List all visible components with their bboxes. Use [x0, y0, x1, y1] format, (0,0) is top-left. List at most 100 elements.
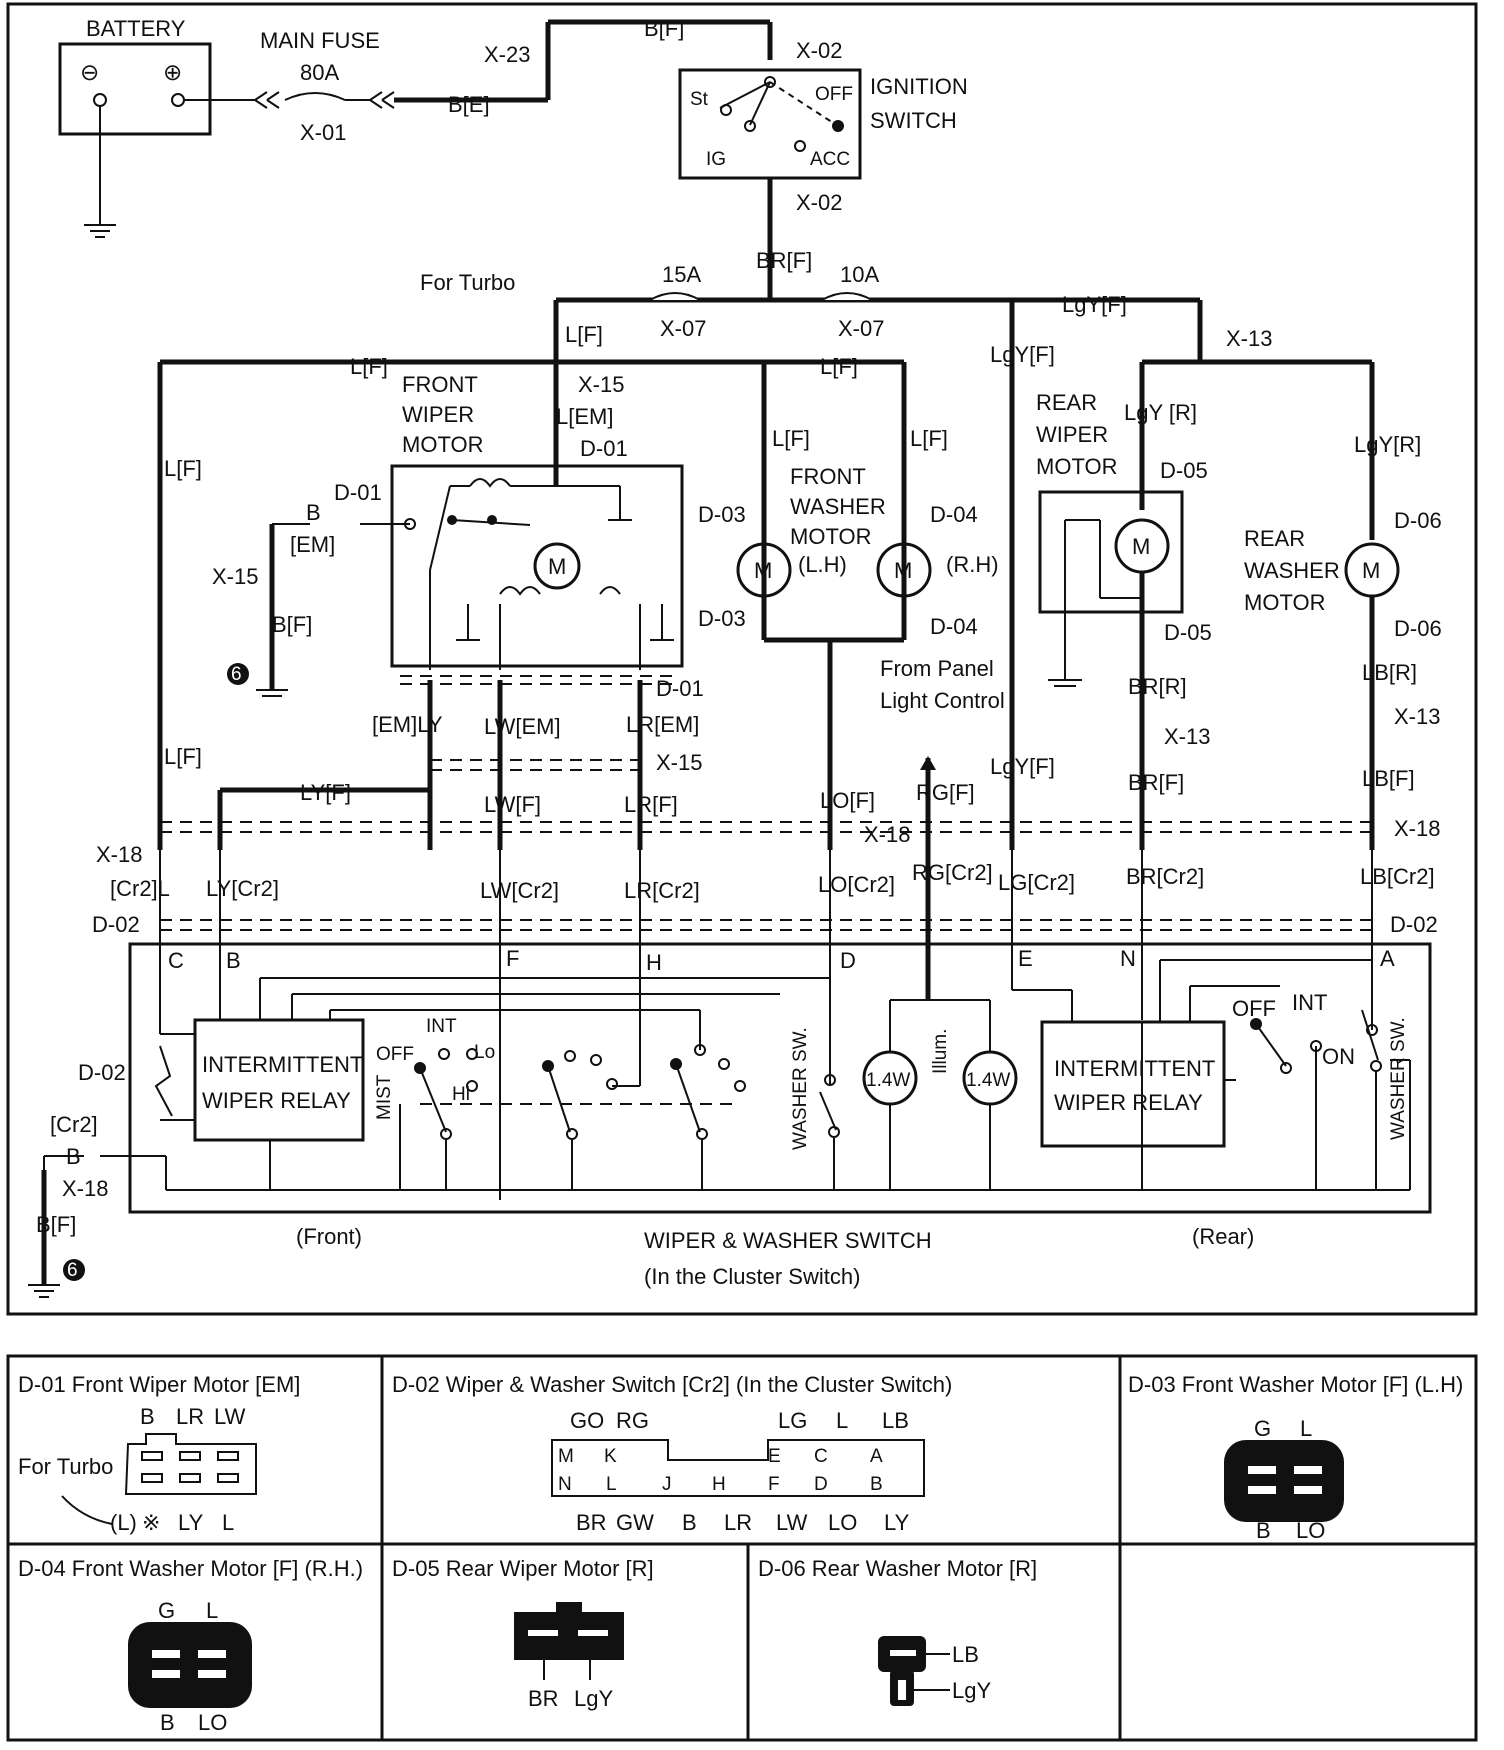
- svg-text:L[F]: L[F]: [910, 426, 948, 451]
- svg-text:D-06: D-06: [1394, 508, 1442, 533]
- svg-text:LW: LW: [214, 1404, 246, 1429]
- svg-text:B[E]: B[E]: [448, 92, 490, 117]
- svg-text:X-13: X-13: [1226, 326, 1272, 351]
- svg-text:N: N: [1120, 946, 1136, 971]
- svg-text:G: G: [1254, 1416, 1271, 1441]
- svg-text:Lo: Lo: [474, 1042, 495, 1063]
- svg-text:IG: IG: [706, 149, 726, 170]
- svg-text:LB: LB: [882, 1408, 909, 1433]
- svg-text:10A: 10A: [840, 262, 879, 287]
- svg-text:WIPER RELAY: WIPER RELAY: [1054, 1090, 1203, 1115]
- svg-text:X-15: X-15: [212, 564, 258, 589]
- svg-text:BR[F]: BR[F]: [756, 248, 812, 273]
- svg-text:X-18: X-18: [1394, 816, 1440, 841]
- svg-text:FRONT: FRONT: [402, 372, 478, 397]
- svg-text:LgY[R]: LgY[R]: [1354, 432, 1421, 457]
- svg-text:LB: LB: [952, 1642, 979, 1667]
- svg-text:D-01: D-01: [334, 480, 382, 505]
- svg-text:(Front): (Front): [296, 1224, 362, 1249]
- svg-text:F: F: [506, 946, 519, 971]
- svg-text:B: B: [870, 1474, 883, 1495]
- svg-text:M: M: [558, 1446, 574, 1467]
- svg-text:LgY[F]: LgY[F]: [990, 342, 1055, 367]
- svg-text:GO: GO: [570, 1408, 604, 1433]
- svg-text:D-03 Front Washer Motor [F] (L: D-03 Front Washer Motor [F] (L.H): [1128, 1372, 1463, 1397]
- svg-text:D-02 Wiper & Washer Switch [Cr: D-02 Wiper & Washer Switch [Cr2] (In the…: [392, 1372, 952, 1397]
- svg-text:Light Control: Light Control: [880, 688, 1005, 713]
- svg-text:For Turbo: For Turbo: [18, 1454, 113, 1479]
- svg-text:LY: LY: [178, 1510, 204, 1535]
- battery: BATTERY ⊖ ⊕: [58, 16, 255, 238]
- svg-text:(L): (L): [110, 1510, 137, 1535]
- svg-text:WASHER: WASHER: [790, 494, 886, 519]
- svg-text:G: G: [158, 1598, 175, 1623]
- svg-text:1.4W: 1.4W: [966, 1070, 1010, 1091]
- svg-text:X-18: X-18: [864, 822, 910, 847]
- main-fuse: MAIN FUSE 80A X-01 B[E] X-23 B[F] X-02: [254, 16, 842, 145]
- svg-text:MAIN FUSE: MAIN FUSE: [260, 28, 380, 53]
- svg-text:WASHER: WASHER: [1244, 558, 1340, 583]
- svg-text:(In the Cluster Switch): (In the Cluster Switch): [644, 1264, 860, 1289]
- svg-text:F: F: [768, 1474, 780, 1495]
- svg-text:L: L: [206, 1598, 218, 1623]
- svg-text:B: B: [1256, 1518, 1271, 1543]
- svg-text:A: A: [870, 1446, 883, 1467]
- svg-text:LG: LG: [778, 1408, 807, 1433]
- svg-text:M: M: [1362, 558, 1380, 583]
- svg-text:X-01: X-01: [300, 120, 346, 145]
- svg-text:B: B: [682, 1510, 697, 1535]
- svg-text:C: C: [168, 948, 184, 973]
- svg-text:LgY: LgY: [574, 1686, 613, 1711]
- svg-text:B: B: [306, 500, 321, 525]
- svg-text:REAR: REAR: [1036, 390, 1097, 415]
- svg-text:X-07: X-07: [838, 316, 884, 341]
- svg-text:⊕: ⊕: [163, 59, 182, 85]
- svg-text:OFF: OFF: [1232, 996, 1276, 1021]
- svg-text:BR[F]: BR[F]: [1128, 770, 1184, 795]
- svg-text:D-06: D-06: [1394, 616, 1442, 641]
- svg-text:MOTOR: MOTOR: [790, 524, 871, 549]
- svg-text:X-15: X-15: [578, 372, 624, 397]
- svg-text:B[F]: B[F]: [644, 16, 684, 41]
- svg-text:K: K: [604, 1446, 617, 1467]
- front-washer-motors: L[F] L[F] FRONT WASHER MOTOR (L.H) (R.H)…: [698, 426, 1005, 1000]
- svg-text:WIPER RELAY: WIPER RELAY: [202, 1088, 351, 1113]
- svg-text:E: E: [768, 1446, 781, 1467]
- svg-text:LW[Cr2]: LW[Cr2]: [480, 878, 559, 903]
- svg-text:LR[EM]: LR[EM]: [626, 712, 699, 737]
- svg-text:REAR: REAR: [1244, 526, 1305, 551]
- svg-text:LY[F]: LY[F]: [300, 780, 351, 805]
- diagram-frame: [6, 2, 1478, 1316]
- svg-text:B[F]: B[F]: [272, 612, 312, 637]
- svg-text:[EM]: [EM]: [290, 532, 335, 557]
- front-wiper-motor: L[F] L[F] L[F] X-15 L[EM] D-01 FRONT WIP…: [157, 322, 907, 850]
- svg-text:N: N: [558, 1474, 572, 1495]
- svg-text:LB[R]: LB[R]: [1362, 660, 1417, 685]
- fuse-bus: 15A 10A X-07 X-07 For Turbo LgY[F]: [420, 262, 1200, 362]
- svg-text:J: J: [662, 1474, 672, 1495]
- svg-text:OFF: OFF: [815, 84, 853, 105]
- svg-text:M: M: [1132, 534, 1150, 559]
- svg-text:(Rear): (Rear): [1192, 1224, 1254, 1249]
- svg-text:L: L: [606, 1474, 617, 1495]
- svg-text:X-07: X-07: [660, 316, 706, 341]
- svg-text:D: D: [814, 1474, 828, 1495]
- svg-text:GW: GW: [616, 1510, 654, 1535]
- svg-text:D-03: D-03: [698, 606, 746, 631]
- svg-text:RG[F]: RG[F]: [916, 780, 975, 805]
- svg-text:D-01 Front Wiper Motor [EM]: D-01 Front Wiper Motor [EM]: [18, 1372, 300, 1397]
- svg-text:D-01: D-01: [656, 676, 704, 701]
- svg-text:BR: BR: [576, 1510, 607, 1535]
- svg-text:From Panel: From Panel: [880, 656, 994, 681]
- wiper-washer-switch: X-18 [Cr2]L LY[Cr2] LW[Cr2] LR[Cr2] LO[C…: [28, 821, 1438, 1298]
- svg-text:LY[Cr2]: LY[Cr2]: [206, 876, 279, 901]
- svg-text:D: D: [840, 948, 856, 973]
- svg-text:LB[F]: LB[F]: [1362, 766, 1415, 791]
- svg-text:ACC: ACC: [810, 149, 850, 170]
- svg-text:WIPER: WIPER: [402, 402, 474, 427]
- svg-text:LW[EM]: LW[EM]: [484, 714, 561, 739]
- svg-text:H: H: [646, 950, 662, 975]
- rear-wiper-washer: LgY[F] X-13 LgY [R] LgY[R] REAR WIPER MO…: [990, 300, 1442, 850]
- svg-text:X-13: X-13: [1394, 704, 1440, 729]
